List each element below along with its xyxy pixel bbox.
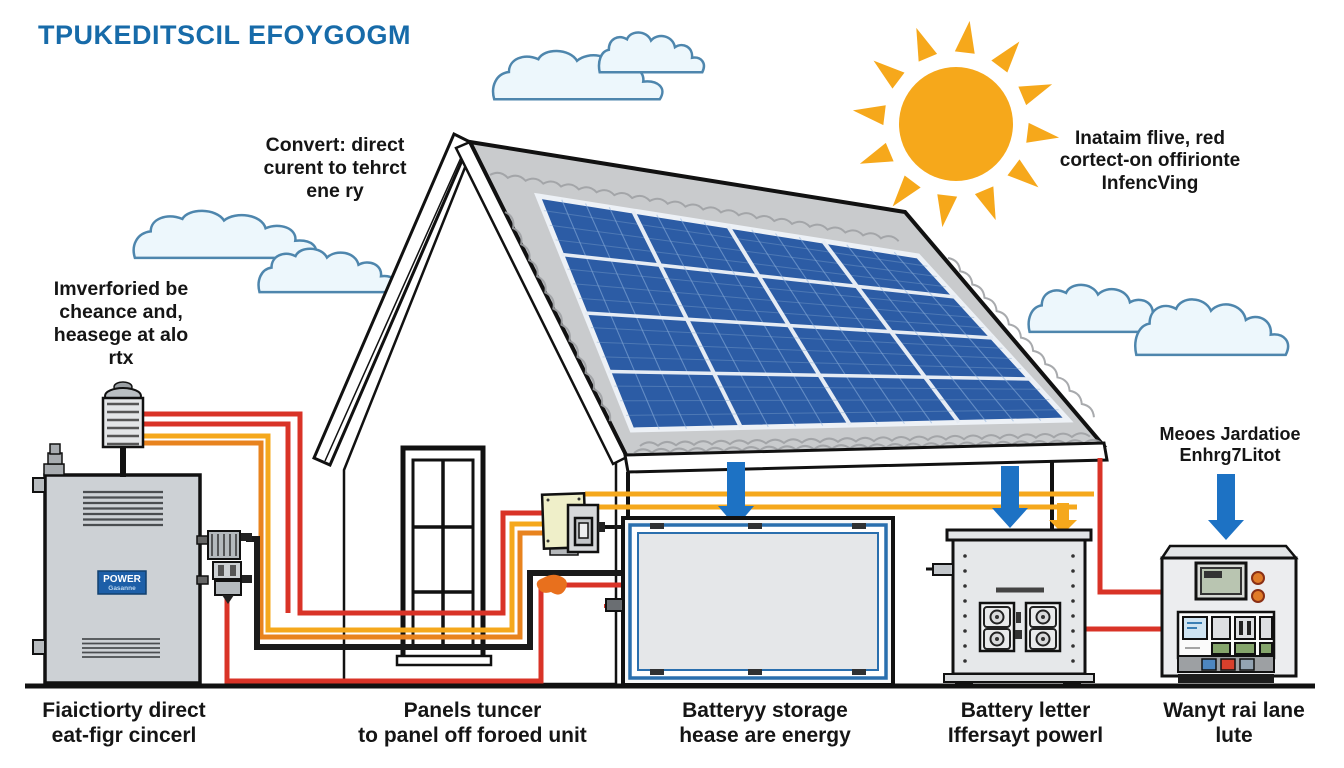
wire-red	[140, 411, 545, 616]
house	[312, 131, 1109, 686]
control-button	[1251, 589, 1265, 603]
down-arrow-icon	[1049, 503, 1077, 534]
control-button	[1251, 571, 1265, 585]
transformer-unit	[101, 381, 145, 477]
inverter-unit: POWER Gasanne	[32, 443, 202, 688]
wire-orange	[140, 440, 545, 640]
wire-yellow	[140, 433, 545, 633]
wire-red	[224, 582, 623, 684]
control-button	[1201, 658, 1217, 671]
note-sun: Inataim flive, red cortect-on offirionte…	[1059, 128, 1241, 194]
battery-storage-unit	[605, 516, 895, 687]
cloud-icon	[1134, 298, 1290, 357]
diagram-title: TPUKEDITSCIL EFOYGOGM	[38, 20, 412, 50]
junction-box	[540, 491, 614, 556]
battery-meter-cabinet	[926, 528, 1095, 686]
roof-shingles	[489, 171, 1103, 454]
cloud-icon	[132, 209, 318, 260]
wall-control-unit	[1159, 544, 1299, 683]
caption-wall-unit: Wanyt rai lane lute	[1163, 699, 1305, 748]
caption-inverter: Fiaictiorty direct eat-figr cincerl	[42, 699, 206, 748]
inverter-brand-sublabel: Gasanne	[108, 585, 136, 592]
sun-icon	[852, 20, 1060, 228]
control-keypad	[1176, 610, 1276, 660]
charge-regulator	[196, 530, 252, 604]
control-button	[1239, 658, 1255, 671]
eave-fascia	[623, 441, 1109, 474]
control-button	[1220, 658, 1236, 671]
caption-panels: Panels tuncer to panel off foroed unit	[358, 699, 587, 748]
cloud-icon	[598, 31, 705, 74]
note-meter: Meoes Jardatioe Enhrg7Litot	[1159, 424, 1301, 466]
wire-red	[140, 421, 291, 613]
wire-connector-blob	[536, 574, 567, 595]
note-convert: Convert: direct curent to tehrct ene ry	[263, 134, 407, 202]
cloud-icon	[257, 247, 398, 294]
wire-red	[1097, 458, 1162, 595]
solar-panel-array	[534, 192, 1074, 433]
house-window	[395, 445, 493, 667]
caption-battery-storage: Batteryy storage hease are energy	[679, 699, 851, 748]
control-display	[1194, 561, 1248, 601]
down-arrow-icon	[1208, 474, 1244, 540]
note-inverter: Imverforied be cheance and, heasege at a…	[53, 278, 189, 369]
down-arrow-icon	[992, 466, 1028, 528]
caption-battery-meter: Battery letter Iffersayt powerl	[947, 699, 1104, 748]
wire-black	[246, 536, 624, 650]
inverter-brand-label: POWER	[103, 574, 142, 585]
